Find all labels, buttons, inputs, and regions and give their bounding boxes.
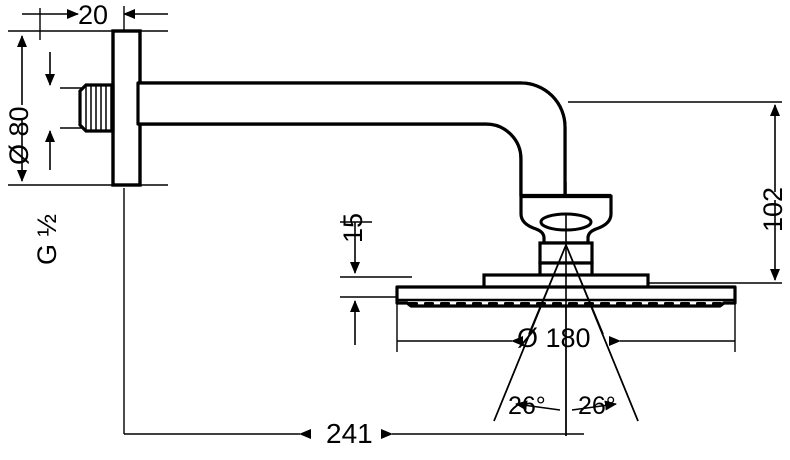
dim-26deg-left [515,400,561,411]
spray-cone-overlay [493,215,639,436]
dim-label-diameter-80: Ø 80 [4,106,34,165]
wall-flange [111,29,142,187]
dim-label-241: 241 [326,418,373,449]
dim-label-g-half: G ½ [32,213,62,265]
dim-label-diameter-180: Ø 180 [517,323,591,353]
shower-arm [136,81,567,198]
dim-label-20: 20 [78,0,109,30]
threaded-nipple [78,83,115,133]
dim-15-vertical [340,221,372,345]
spray-nozzles [408,302,722,306]
dim-label-102: 102 [758,186,788,232]
dim-label-26-right: 26° [578,392,616,420]
dim-label-26-left: 26° [508,392,546,420]
dim-26deg-right [571,400,617,411]
dim-label-15: 15 [338,212,368,243]
